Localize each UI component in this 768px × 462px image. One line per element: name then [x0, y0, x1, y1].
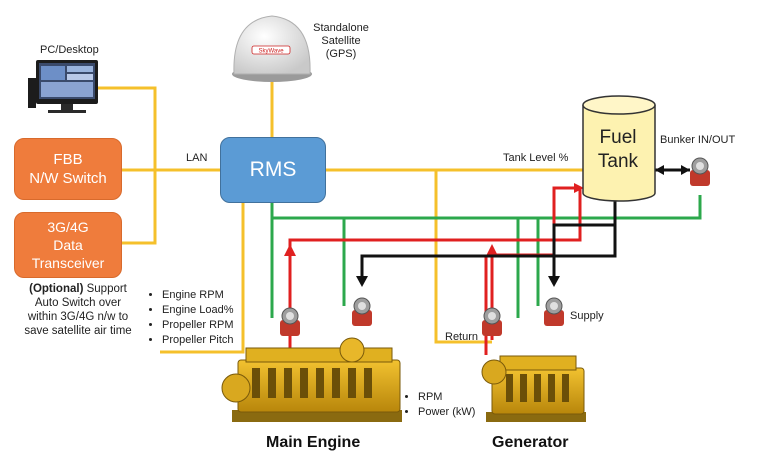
transceiver-line-3: Transceiver: [31, 255, 105, 271]
generator-param-item: Power (kW): [418, 405, 475, 420]
flow-meter-bunker: [690, 157, 710, 186]
black-arrows: [356, 165, 690, 287]
flow-meter-main-1: [280, 307, 300, 336]
transceiver-line-1: 3G/4G: [47, 219, 89, 235]
pc-desktop-label: PC/Desktop: [40, 44, 99, 56]
rms-box: RMS: [220, 137, 326, 203]
generator-image: [481, 355, 586, 422]
flow-meter-supply: [544, 297, 564, 326]
satellite-label-line-2: Satellite: [321, 35, 361, 47]
fbb-line-1: FBB: [53, 151, 83, 168]
tank-level-label: Tank Level %: [503, 152, 569, 164]
red-arrows: [284, 183, 584, 256]
optional-note-line-2: Auto Switch over: [34, 297, 122, 309]
fuel-tank-line-1: Fuel: [599, 127, 637, 148]
generator-param-item: RPM: [418, 390, 475, 405]
fuel-tank-cylinder: [582, 95, 656, 202]
fuel-tank-label: Fuel Tank: [582, 126, 654, 174]
generator-params-list: RPM Power (kW): [404, 390, 475, 420]
return-label: Return: [445, 331, 479, 343]
optional-note-line-1: (Optional) Support: [12, 282, 144, 296]
supply-label: Supply: [570, 310, 604, 322]
satellite-dome: SkyWave: [232, 15, 312, 82]
main-engine-image: [221, 337, 402, 422]
fuel-tank-line-2: Tank: [597, 151, 639, 172]
pc-desktop: [28, 60, 98, 113]
satellite-label-line-1: Standalone: [313, 22, 369, 34]
signal-lines: [98, 80, 583, 354]
satellite-label: Standalone Satellite (GPS): [310, 22, 372, 61]
optional-note-text: Support: [83, 283, 127, 295]
engine-param-item: Engine Load%: [162, 303, 234, 318]
transceiver-box: 3G/4G Data Transceiver: [14, 212, 122, 278]
engine-param-item: Engine RPM: [162, 288, 234, 303]
satellite-label-line-3: (GPS): [325, 48, 357, 60]
flow-meter-main-2: [352, 297, 372, 326]
transceiver-line-2: Data: [53, 237, 83, 253]
optional-note-line-4: save satellite air time: [24, 325, 132, 337]
engine-param-item: Propeller RPM: [162, 318, 234, 333]
flow-meter-return: [482, 307, 502, 336]
optional-note-bold: (Optional): [29, 283, 84, 295]
engine-params-list: Engine RPM Engine Load% Propeller RPM Pr…: [148, 288, 234, 348]
generator-title: Generator: [492, 434, 569, 451]
fbb-line-2: N/W Switch: [29, 170, 107, 187]
optional-note: (Optional) Support Auto Switch over with…: [12, 282, 144, 338]
engine-param-item: Propeller Pitch: [162, 333, 234, 348]
satellite-brand-label: SkyWave: [258, 49, 284, 55]
fbb-switch-box: FBB N/W Switch: [14, 138, 122, 200]
bunker-label: Bunker IN/OUT: [660, 134, 736, 146]
lan-label: LAN: [186, 152, 208, 164]
optional-note-line-3: within 3G/4G n/w to: [27, 311, 129, 323]
green-lines: [270, 195, 702, 318]
main-engine-title: Main Engine: [266, 434, 361, 451]
